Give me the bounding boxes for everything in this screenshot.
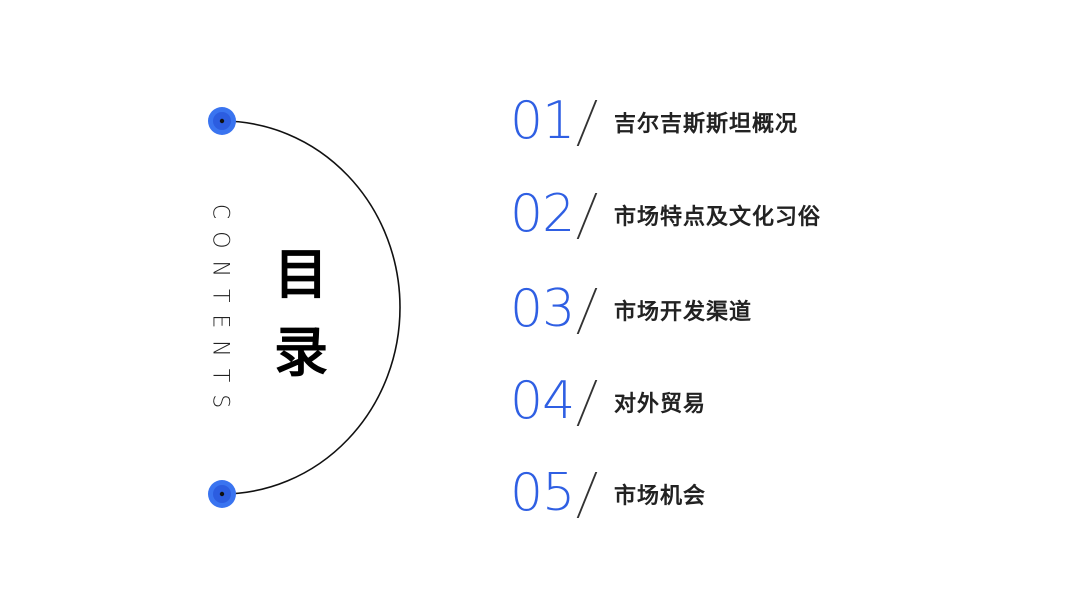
toc-item-05[interactable]: 05 市场机会: [510, 463, 706, 523]
toc-label: 市场特点及文化习俗: [614, 205, 822, 230]
toc-number: 04: [510, 371, 575, 431]
slash-divider: [576, 380, 598, 426]
toc-number: 01: [510, 91, 575, 151]
toc-label: 市场开发渠道: [614, 300, 753, 325]
toc-label: 吉尔吉斯斯坦概况: [614, 112, 799, 137]
slash-divider: [576, 288, 598, 334]
top-dot-icon: [208, 107, 236, 135]
toc-number: 02: [510, 184, 575, 244]
contents-vertical-label: CONTENTS: [207, 203, 233, 421]
bottom-dot-icon: [208, 480, 236, 508]
toc-item-01[interactable]: 01 吉尔吉斯斯坦概况: [510, 91, 798, 151]
slash-divider: [576, 193, 598, 239]
toc-number: 03: [510, 279, 575, 339]
toc-item-03[interactable]: 03 市场开发渠道: [510, 279, 752, 339]
semicircle-arc: [221, 120, 401, 495]
page-title: 目 录: [268, 236, 334, 392]
toc-number: 05: [510, 463, 575, 523]
toc-item-02[interactable]: 02 市场特点及文化习俗: [510, 184, 821, 244]
title-char-2: 录: [274, 321, 328, 384]
toc-item-04[interactable]: 04 对外贸易: [510, 371, 706, 431]
toc-label: 对外贸易: [614, 392, 707, 417]
slash-divider: [576, 472, 598, 518]
toc-label: 市场机会: [614, 484, 707, 509]
slash-divider: [576, 100, 598, 146]
title-char-1: 目: [274, 243, 328, 306]
